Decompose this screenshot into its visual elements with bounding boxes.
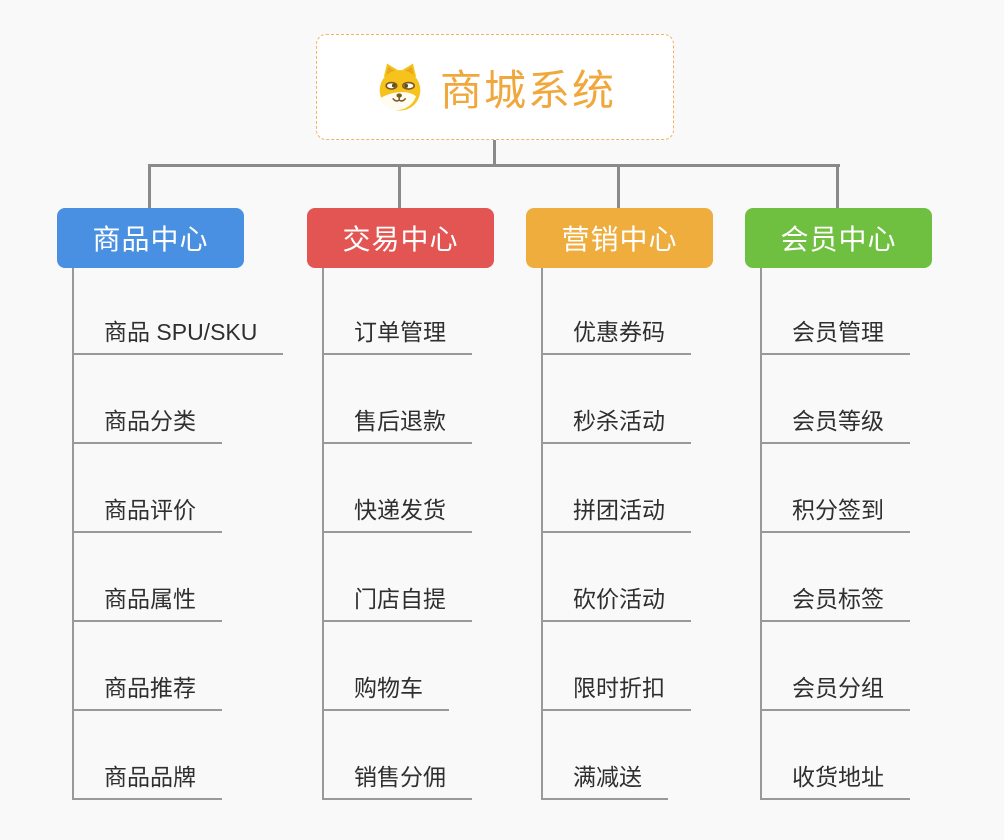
branch-node[interactable]: 营销中心: [526, 208, 713, 268]
root-node-label: 商城系统: [439, 66, 616, 114]
leaf-node[interactable]: 秒杀活动: [541, 406, 691, 444]
leaf-node[interactable]: 满减送: [541, 762, 668, 800]
leaf-node[interactable]: 会员管理: [760, 317, 910, 355]
leaf-node[interactable]: 商品属性: [72, 584, 222, 622]
leaf-node[interactable]: 售后退款: [322, 406, 472, 444]
leaf-node[interactable]: 拼团活动: [541, 495, 691, 533]
connector-trunk-line: [541, 268, 543, 800]
leaf-node[interactable]: 商品品牌: [72, 762, 222, 800]
leaf-node[interactable]: 订单管理: [322, 317, 472, 355]
connector-root-vertical: [493, 140, 496, 167]
connector-trunk-line: [760, 268, 762, 800]
branch-node[interactable]: 会员中心: [745, 208, 932, 268]
leaf-node[interactable]: 砍价活动: [541, 584, 691, 622]
branch-label: 交易中心: [342, 224, 459, 255]
connector-trunk-line: [72, 268, 74, 800]
leaf-node[interactable]: 会员标签: [760, 584, 910, 622]
leaf-node[interactable]: 收货地址: [760, 762, 910, 800]
leaf-node[interactable]: 会员分组: [760, 673, 910, 711]
branch-column: 商品中心商品 SPU/SKU 商品分类商品评价商品属性商品推荐商品品牌: [57, 208, 307, 840]
connector-branch-drop: [617, 164, 620, 208]
leaf-node[interactable]: 限时折扣: [541, 673, 691, 711]
branch-node[interactable]: 交易中心: [307, 208, 494, 268]
leaf-node[interactable]: 商品评价: [72, 495, 222, 533]
leaf-node[interactable]: 积分签到: [760, 495, 910, 533]
branch-column: 营销中心优惠券码秒杀活动拼团活动砍价活动限时折扣满减送: [526, 208, 776, 840]
connector-horizontal: [149, 164, 840, 167]
connector-branch-drop: [148, 164, 151, 208]
leaf-node[interactable]: 购物车: [322, 673, 449, 711]
branch-column: 交易中心订单管理售后退款快递发货门店自提购物车销售分佣: [307, 208, 557, 840]
connector-branch-drop: [836, 164, 839, 208]
leaf-node[interactable]: 门店自提: [322, 584, 472, 622]
branch-label: 商品中心: [92, 224, 209, 255]
leaf-node[interactable]: 商品分类: [72, 406, 222, 444]
root-node[interactable]: 商城系统: [316, 34, 674, 140]
leaf-node[interactable]: 商品 SPU/SKU: [72, 317, 284, 355]
leaf-node[interactable]: 快递发货: [322, 495, 472, 533]
branch-label: 会员中心: [780, 224, 897, 255]
leaf-node[interactable]: 商品推荐: [72, 673, 222, 711]
branch-label: 营销中心: [561, 224, 678, 255]
doge-icon: [373, 63, 421, 113]
connector-trunk-line: [322, 268, 324, 800]
connector-branch-drop: [398, 164, 401, 208]
branch-node[interactable]: 商品中心: [57, 208, 244, 268]
leaf-node[interactable]: 会员等级: [760, 406, 910, 444]
leaf-node[interactable]: 销售分佣: [322, 762, 472, 800]
branch-column: 会员中心会员管理会员等级积分签到会员标签会员分组收货地址: [745, 208, 995, 840]
leaf-node[interactable]: 优惠券码: [541, 317, 691, 355]
